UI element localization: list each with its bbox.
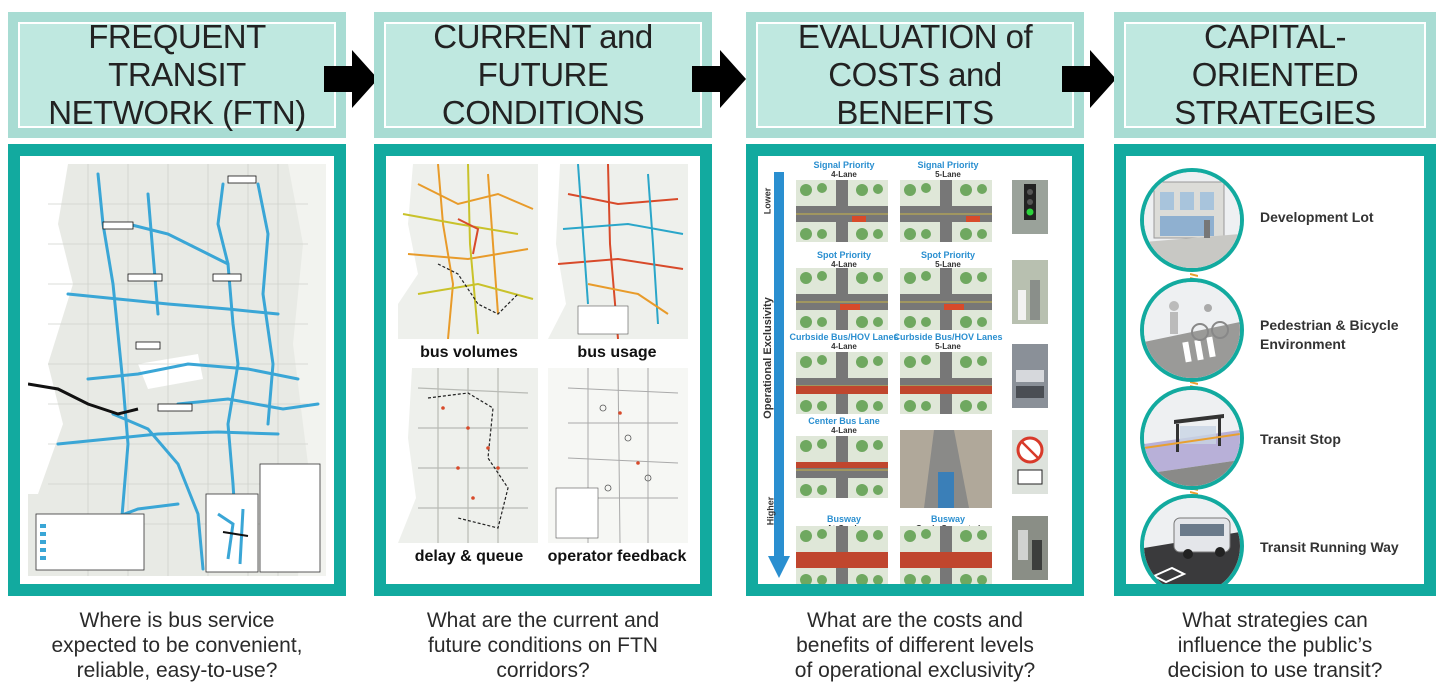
- strategy-development-lot: Development Lot: [1260, 209, 1374, 225]
- header-strategies: CAPITAL-ORIENTED STRATEGIES: [1114, 12, 1436, 138]
- exclusivity-axis-arrow: [768, 172, 790, 578]
- map-label-delay-queue: delay & queue: [414, 548, 524, 565]
- arrow-right-icon: [324, 50, 378, 108]
- header-ftn-line2: NETWORK (FTN): [48, 94, 306, 131]
- bus-usage-map: [548, 164, 688, 339]
- arrow-right-icon: [1062, 50, 1116, 108]
- strategy-transit-stop: Transit Stop: [1260, 431, 1341, 447]
- axis-title: Operational Exclusivity: [762, 297, 774, 419]
- street-diagrams: [795, 180, 1048, 584]
- header-ftn-line1: FREQUENT TRANSIT: [88, 18, 266, 93]
- header-ftn: FREQUENT TRANSIT NETWORK (FTN): [8, 12, 346, 138]
- arrow-right-icon: [692, 50, 746, 108]
- operator-feedback-map: [548, 368, 688, 543]
- pedestrian-bicycle-illustration: [1140, 278, 1244, 382]
- transit-running-way-illustration: [1140, 494, 1244, 584]
- map-label-operator-feedback: operator feedback: [547, 548, 687, 565]
- header-strategies-title: CAPITAL-ORIENTED STRATEGIES: [1124, 18, 1426, 131]
- row3-right-title: Curbside Bus/HOV Lanes: [893, 332, 1003, 342]
- header-ftn-title: FREQUENT TRANSIT NETWORK (FTN): [18, 18, 336, 131]
- panel-strategies: Development Lot Pedestrian & Bicycle Env…: [1114, 144, 1436, 596]
- row2-left-title: Spot Priority: [816, 250, 871, 260]
- axis-lower-label: Lower: [762, 187, 773, 215]
- strategy-transit-running-way: Transit Running Way: [1260, 539, 1399, 555]
- caption-evaluation: What are the costs and benefits of diffe…: [794, 609, 1036, 682]
- delay-queue-map: [398, 368, 538, 543]
- row1-right-title: Signal Priority: [917, 160, 979, 170]
- row1-left-title: Signal Priority: [813, 160, 875, 170]
- panel-ftn: [8, 144, 346, 596]
- transit-stop-illustration: [1140, 386, 1244, 490]
- row3-left-title: Curbside Bus/HOV Lanes: [789, 332, 899, 342]
- header-conditions: CURRENT and FUTURE CONDITIONS: [374, 12, 712, 138]
- caption-strategies: What strategies can influence the public…: [1167, 609, 1383, 682]
- bus-volumes-map: [398, 164, 538, 339]
- caption-ftn: Where is bus service expected to be conv…: [51, 609, 303, 682]
- strategy-pedestrian-bicycle: Pedestrian & Bicycle Environment: [1260, 317, 1399, 352]
- header-evaluation-title: EVALUATION of COSTS and BENEFITS: [756, 18, 1074, 131]
- caption-conditions: What are the current and future conditio…: [426, 609, 660, 682]
- map-label-bus-usage: bus usage: [577, 344, 657, 361]
- panel-conditions: bus volumes bus usage: [374, 144, 712, 596]
- row5-right-title: Busway: [930, 514, 965, 524]
- header-conditions-title: CURRENT and FUTURE CONDITIONS: [384, 18, 702, 131]
- axis-higher-label: Higher: [765, 496, 776, 526]
- ftn-network-map: [28, 164, 326, 576]
- development-lot-illustration: [1140, 168, 1244, 272]
- panel-evaluation: Lower Higher Operational Exclusivity Sig…: [746, 144, 1084, 596]
- row2-right-title: Spot Priority: [920, 250, 975, 260]
- row5-left-title: Busway: [826, 514, 861, 524]
- row4-left-title: Center Bus Lane: [808, 416, 880, 426]
- header-evaluation: EVALUATION of COSTS and BENEFITS: [746, 12, 1084, 138]
- map-label-bus-volumes: bus volumes: [420, 344, 518, 361]
